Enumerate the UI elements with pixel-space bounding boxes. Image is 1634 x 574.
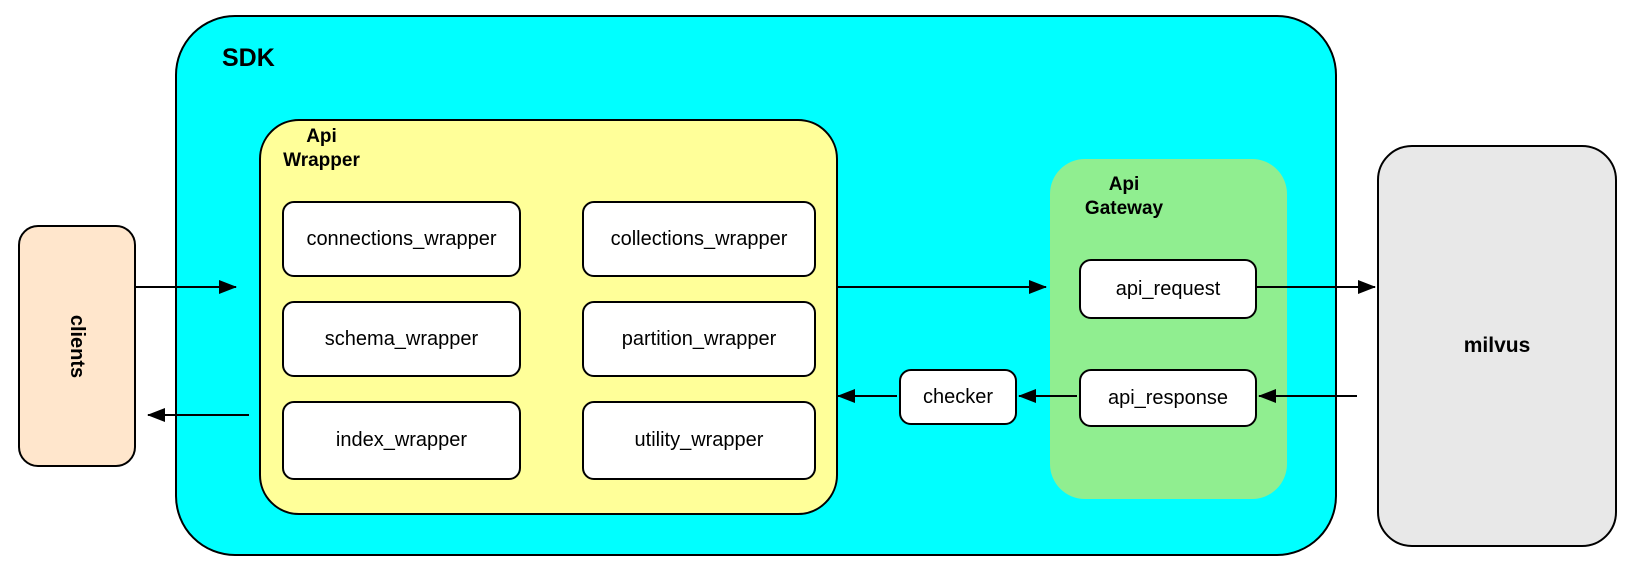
api-request-box: api_request: [1079, 259, 1257, 319]
api-wrapper-label-line1: Api: [306, 126, 337, 147]
milvus-box: milvus: [1377, 145, 1617, 547]
wrapper-box-utility: utility_wrapper: [582, 401, 816, 480]
milvus-label: milvus: [1463, 334, 1531, 357]
sdk-label: SDK: [222, 44, 275, 72]
checker-label: checker: [922, 385, 994, 408]
connections-wrapper-label: connections_wrapper: [306, 227, 497, 250]
index-wrapper-label: index_wrapper: [335, 429, 468, 451]
utility-wrapper-label: utility_wrapper: [634, 429, 764, 451]
sdk-container: SDK Api Wrapper connections_wrapper coll…: [175, 15, 1337, 556]
api-response-box: api_response: [1079, 369, 1257, 427]
api-wrapper-label: Api Wrapper: [269, 125, 374, 173]
clients-box: clients: [18, 225, 136, 467]
api-wrapper-label-line2: Wrapper: [283, 150, 360, 171]
partition-wrapper-label: partition_wrapper: [621, 327, 777, 350]
collections-wrapper-label: collections_wrapper: [610, 227, 788, 250]
wrapper-box-connections: connections_wrapper: [282, 201, 521, 277]
api-response-label: api_response: [1107, 386, 1229, 409]
api-gateway-label-line1: Api: [1108, 174, 1140, 195]
api-request-label: api_request: [1115, 277, 1221, 300]
api-gateway-label: Api Gateway: [1064, 173, 1184, 221]
wrapper-box-collections: collections_wrapper: [582, 201, 816, 277]
schema-wrapper-label: schema_wrapper: [324, 327, 479, 350]
checker-box: checker: [899, 369, 1017, 425]
clients-label: clients: [66, 314, 89, 378]
wrapper-box-partition: partition_wrapper: [582, 301, 816, 377]
wrapper-box-schema: schema_wrapper: [282, 301, 521, 377]
api-gateway-container: Api Gateway api_request api_response: [1050, 159, 1287, 499]
wrapper-box-index: index_wrapper: [282, 401, 521, 480]
api-wrapper-container: Api Wrapper connections_wrapper collecti…: [259, 119, 838, 515]
api-gateway-label-line2: Gateway: [1084, 198, 1164, 219]
